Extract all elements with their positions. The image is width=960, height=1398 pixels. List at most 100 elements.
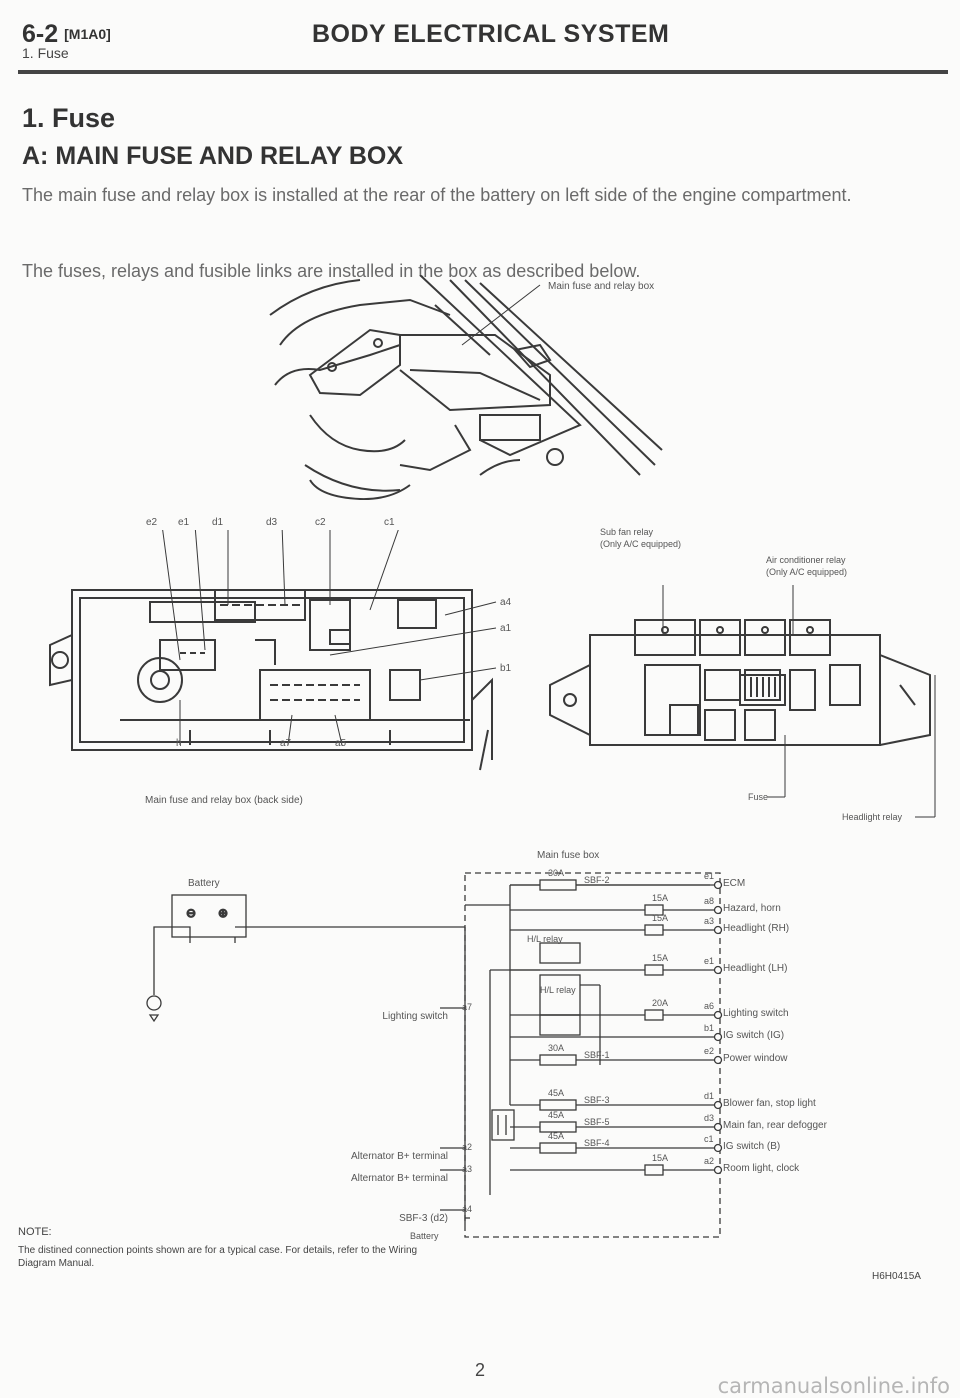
paragraph-location: The main fuse and relay box is installed… [22, 185, 852, 205]
terminal-connector [713, 1100, 723, 1110]
fuse-box-back-side-diagram [49, 530, 497, 771]
fuse-rating: 45A [548, 1088, 565, 1098]
callout-main-fuse-relay-box: Main fuse and relay box [548, 281, 655, 292]
link-name: SBF-4 [584, 1138, 610, 1148]
input-pin: a7 [462, 1002, 473, 1012]
label-a5: a5 [335, 738, 347, 749]
terminal-connector [713, 925, 723, 935]
label-d3: d3 [266, 517, 278, 528]
output-pin: a2 [704, 1156, 715, 1166]
link-name: SBF-1 [584, 1050, 610, 1060]
figure-code: H6H0415A [872, 1271, 921, 1282]
label-a4: a4 [500, 597, 512, 608]
output-label: Hazard, horn [723, 903, 781, 914]
input-label: Lighting switch [382, 1011, 448, 1022]
fusible-link-symbol [539, 1142, 577, 1154]
relay-box-front-diagram [549, 585, 936, 818]
output-pin: a3 [704, 916, 715, 926]
fuse-rating: 15A [652, 913, 669, 923]
output-label: Main fan, rear defogger [723, 1120, 827, 1131]
output-label: Headlight (LH) [723, 963, 788, 974]
header-subtitle: 1. Fuse [22, 45, 69, 61]
fusible-link-symbol [539, 1121, 577, 1133]
label-headlight-relay: Headlight relay [842, 812, 903, 822]
terminal-connector [713, 1165, 723, 1175]
output-pin: a6 [704, 1001, 715, 1011]
fuse-rating: 15A [652, 1153, 669, 1163]
page-code: 6-2[M1A0] [22, 20, 111, 48]
fuse-rating: 45A [548, 1131, 565, 1141]
input-pin: a4 [462, 1204, 473, 1214]
label-ac-relay: Air conditioner relay [766, 555, 846, 565]
fuse-symbol [644, 1164, 664, 1176]
fuse-rating: 15A [652, 953, 669, 963]
output-label: Headlight (RH) [723, 923, 790, 934]
label-battery: Battery [188, 878, 220, 889]
section-title: 1. Fuse [22, 103, 116, 133]
output-label: Lighting switch [723, 1008, 789, 1019]
terminal-connector [713, 1143, 723, 1153]
output-label: Power window [723, 1053, 788, 1064]
section-subtitle: A: MAIN FUSE AND RELAY BOX [22, 142, 404, 170]
fuse-rating: 30A [548, 868, 565, 878]
terminal-connector [713, 1010, 723, 1020]
label-sub-fan-relay: Sub fan relay [600, 527, 654, 537]
input-pin: a3 [462, 1164, 473, 1174]
input-label: SBF-3 (d2) [399, 1213, 448, 1224]
caption-back-side: Main fuse and relay box (back side) [145, 795, 303, 806]
fusible-link-symbol [539, 879, 577, 891]
engine-compartment-illustration [269, 275, 663, 501]
fuse-rating: 20A [652, 998, 669, 1008]
label-e2: e2 [146, 517, 158, 528]
output-pin: d1 [704, 1091, 715, 1101]
label-sub-fan-note: (Only A/C equipped) [600, 539, 682, 549]
label-a1: a1 [500, 623, 512, 634]
label-fuse: Fuse [748, 792, 769, 802]
output-label: ECM [723, 878, 746, 889]
note-heading: NOTE: [18, 1226, 52, 1238]
fuse-rating: 30A [548, 1043, 565, 1053]
page-number: 2 [474, 1360, 485, 1380]
fuse-symbol [644, 904, 664, 916]
fuse-rating: 15A [652, 893, 669, 903]
label-d1: d1 [212, 517, 224, 528]
terminal-connector [713, 1122, 723, 1132]
wiring-schematic: ⊖⊕ [146, 872, 723, 1238]
output-pin: d3 [704, 1113, 715, 1123]
svg-text:⊖: ⊖ [186, 906, 196, 920]
label-ac-note: (Only A/C equipped) [766, 567, 848, 577]
label-battery-bottom: Battery [410, 1231, 439, 1241]
link-name: SBF-2 [584, 875, 610, 885]
fuse-rating: 45A [548, 1110, 565, 1120]
label-a7: a7 [280, 738, 292, 749]
output-pin: e2 [704, 1046, 715, 1056]
fusible-link-symbol [539, 1054, 577, 1066]
output-pin: a8 [704, 896, 715, 906]
fuse-symbol [644, 924, 664, 936]
terminal-connector [713, 880, 723, 890]
fuse-symbol [644, 1009, 664, 1021]
label-hl-relay-top: H/L relay [527, 934, 563, 944]
output-pin: b1 [704, 1023, 715, 1033]
bracket-code: [M1A0] [64, 26, 111, 42]
label-b1: b1 [500, 663, 512, 674]
svg-text:⊕: ⊕ [218, 906, 228, 920]
label-h: h [176, 738, 182, 749]
header-title: BODY ELECTRICAL SYSTEM [312, 20, 670, 48]
terminal-connector [713, 1055, 723, 1065]
output-pin: e1 [704, 956, 715, 966]
terminal-connector [713, 1032, 723, 1042]
link-name: SBF-5 [584, 1117, 610, 1127]
input-label: Alternator B+ terminal [351, 1151, 448, 1162]
link-name: SBF-3 [584, 1095, 610, 1105]
output-label: Room light, clock [723, 1163, 800, 1174]
label-c1: c1 [384, 517, 395, 528]
output-pin: c1 [704, 1134, 714, 1144]
header-rule [18, 70, 948, 74]
fuse-symbol [644, 964, 664, 976]
terminal-connector [713, 965, 723, 975]
watermark: carmanualsonline.info [717, 1374, 950, 1398]
label-c2: c2 [315, 517, 326, 528]
label-main-fuse-box: Main fuse box [537, 850, 600, 861]
input-pin: a2 [462, 1142, 473, 1152]
